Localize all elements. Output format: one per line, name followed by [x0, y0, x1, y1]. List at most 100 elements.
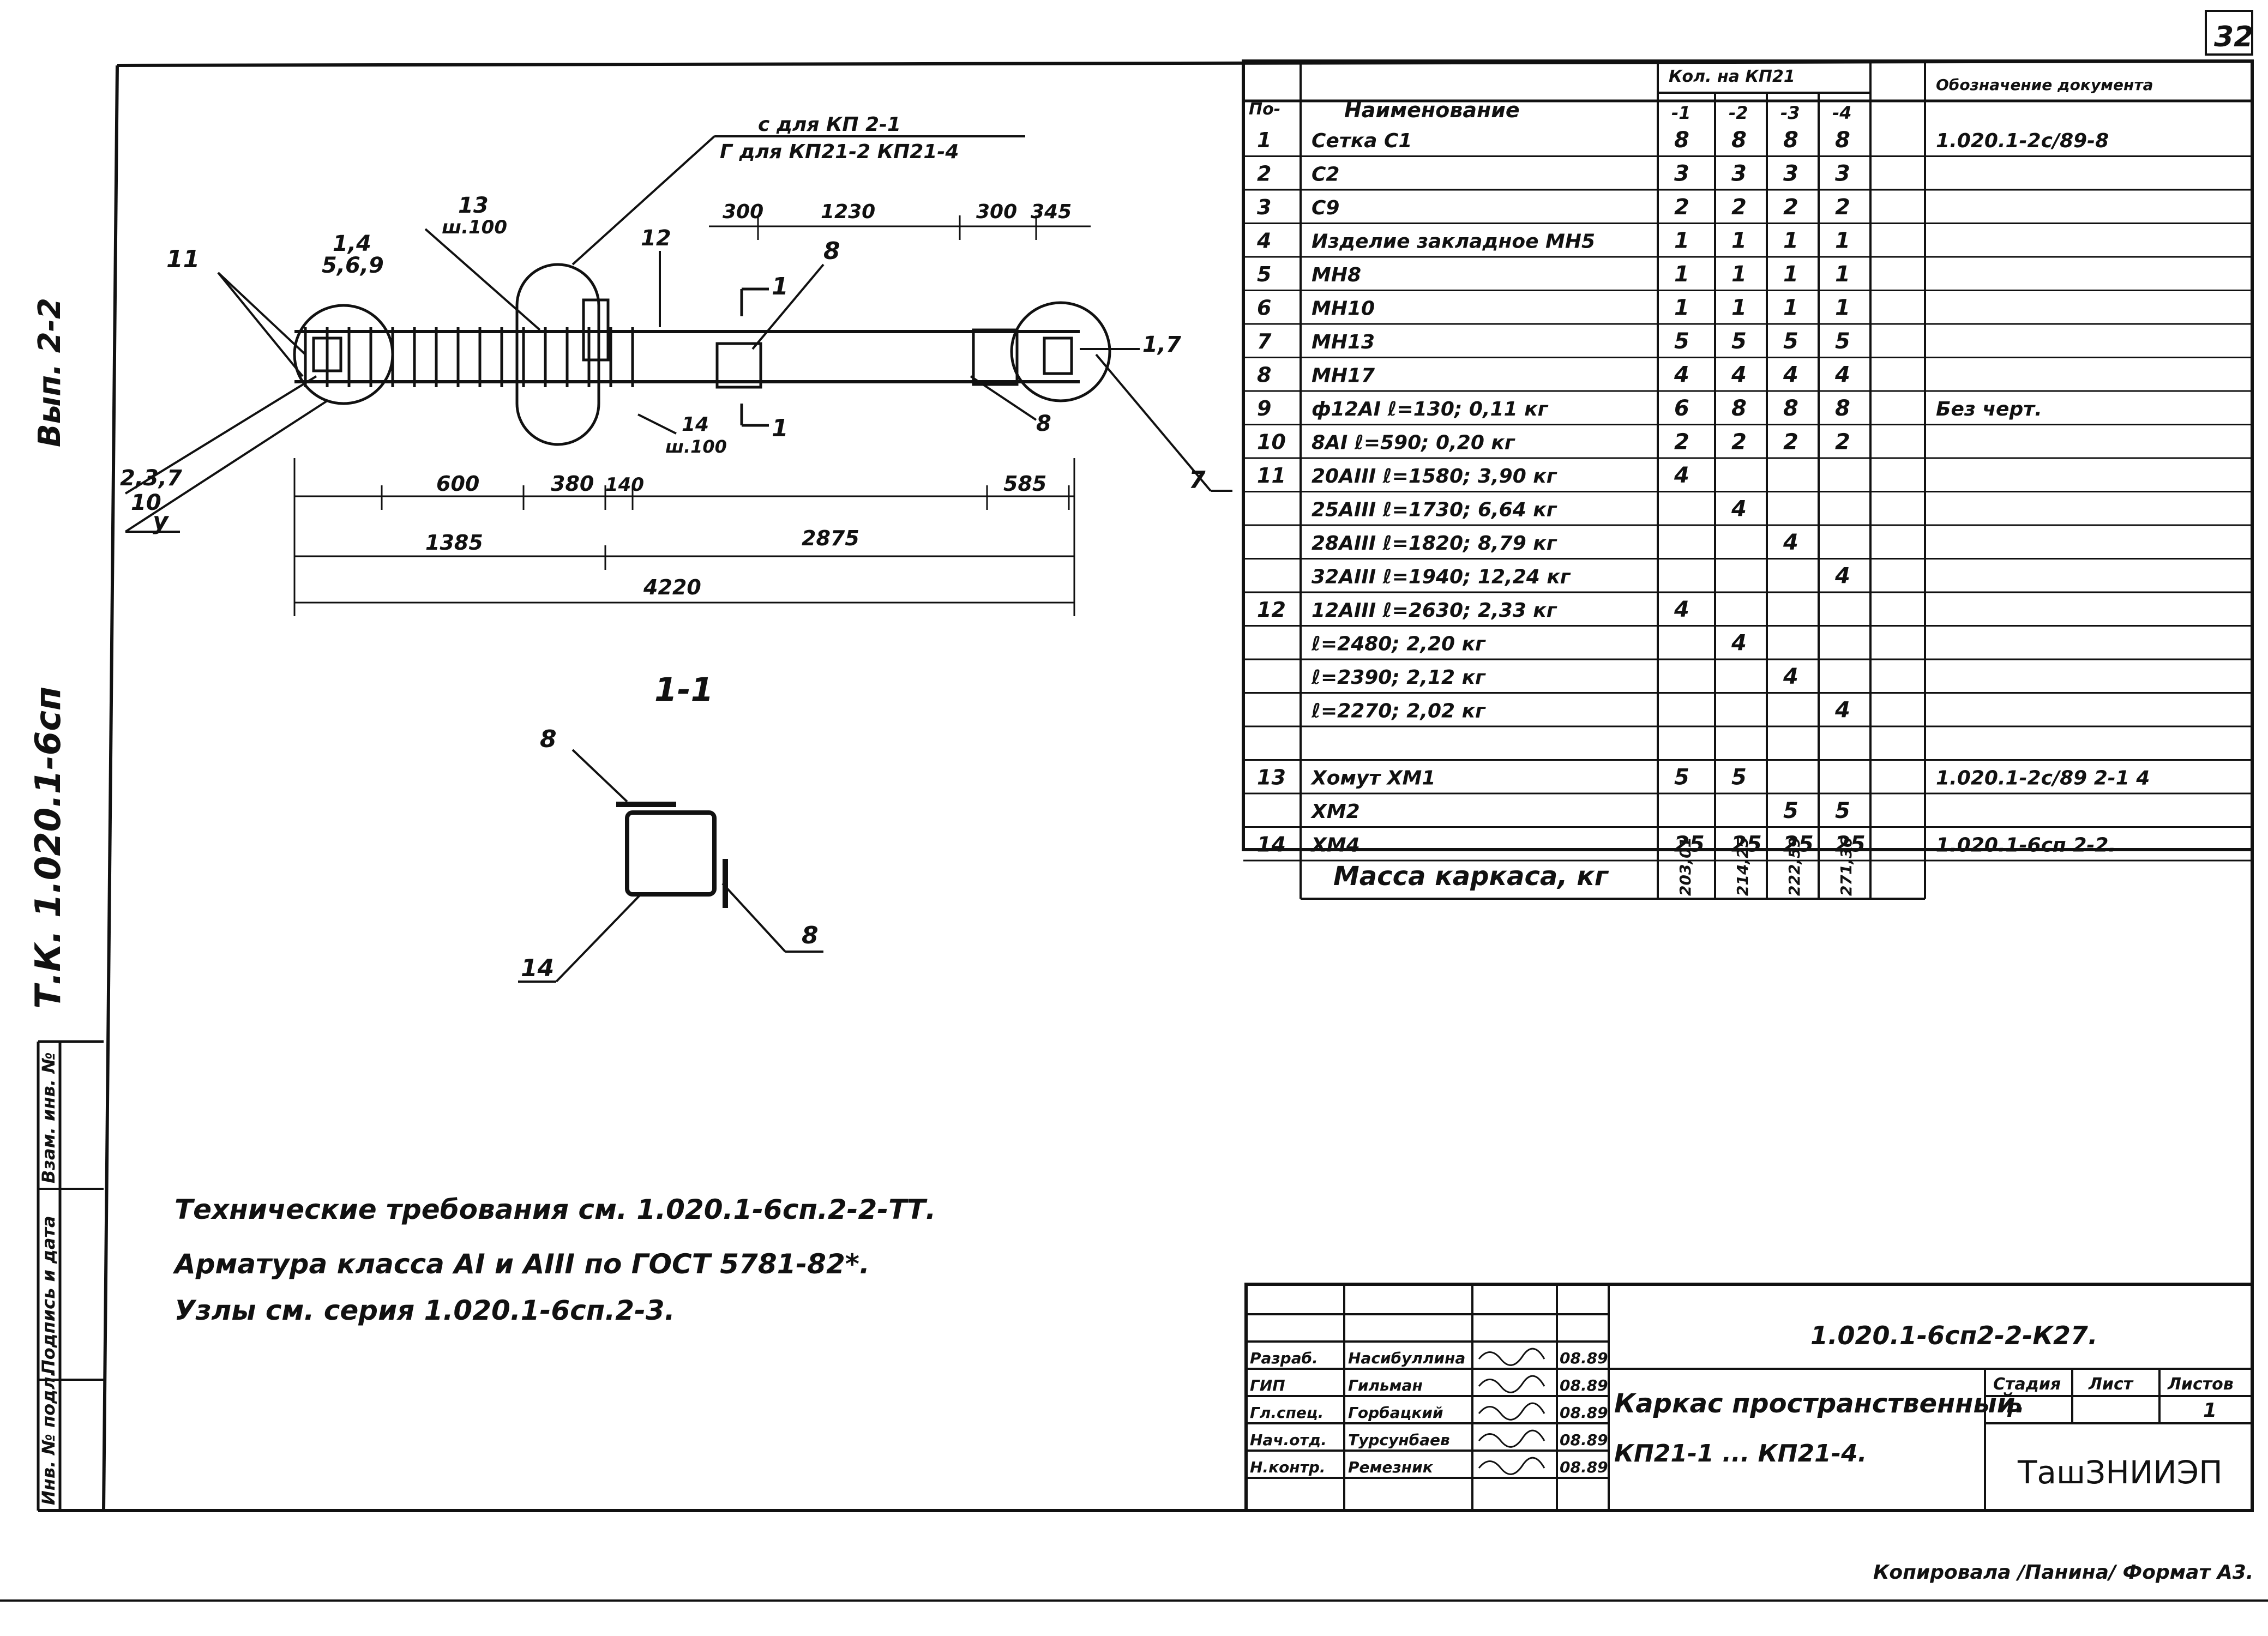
- side-stamp: Инв. № подл. Подпись и дата Взам. инв. №…: [28, 298, 104, 1511]
- row-name: Хомут ХМ1: [1310, 767, 1435, 790]
- row-qty: 25: [1783, 832, 1814, 857]
- dim-4220: 4220: [643, 575, 701, 599]
- stage-value: Р: [2007, 1399, 2021, 1422]
- header-variant: -1: [1671, 103, 1691, 123]
- sign-date: 08.89: [1560, 1404, 1608, 1422]
- row-qty: 4: [1834, 363, 1850, 388]
- row-qty: 1: [1783, 262, 1798, 287]
- header-variant: -2: [1729, 103, 1748, 123]
- sign-date: 08.89: [1560, 1349, 1608, 1367]
- page-number: 32: [2214, 21, 2253, 53]
- row-qty: 4: [1674, 463, 1689, 488]
- side-col-3: Взам. инв. №: [38, 1052, 59, 1183]
- callout-12: 12: [641, 226, 671, 251]
- row-qty: 6: [1674, 396, 1689, 421]
- callout-top-1: с для КП 2-1: [758, 113, 901, 136]
- row-qty: 4: [1834, 564, 1850, 589]
- dim-1230: 1230: [821, 201, 875, 223]
- row-qty: 3: [1674, 161, 1689, 187]
- row-qty: 5: [1835, 329, 1850, 354]
- row-qty: 1: [1835, 228, 1850, 254]
- row-pos: 2: [1257, 162, 1271, 186]
- row-qty: 3: [1835, 161, 1850, 187]
- row-qty: 1: [1783, 228, 1798, 254]
- sheets-value: 1: [2203, 1399, 2217, 1422]
- row-pos: 5: [1257, 262, 1271, 286]
- signer-name: Турсунбаев: [1348, 1431, 1450, 1449]
- row-name: С9: [1312, 197, 1339, 219]
- row-name: МН13: [1312, 331, 1375, 353]
- row-pos: 7: [1257, 329, 1272, 353]
- row-pos: 12: [1257, 598, 1286, 622]
- technical-notes: Технические требования см. 1.020.1-6сп.2…: [172, 1194, 936, 1326]
- row-qty: 4: [1731, 363, 1747, 388]
- row-qty: 2: [1835, 195, 1850, 220]
- row-name: 8AI ℓ=590; 0,20 кг: [1312, 432, 1515, 454]
- signer-name: Горбацкий: [1348, 1404, 1443, 1422]
- note-2: Арматура класса AI и AIII по ГОСТ 5781-8…: [172, 1248, 870, 1280]
- row-qty: 1: [1835, 262, 1850, 287]
- row-doc: 1.020.1-6сп 2-2.: [1936, 834, 2116, 857]
- row-doc: 1.020.1-2с/89 2-1 4: [1936, 767, 2150, 790]
- sheets-header: Листов: [2167, 1375, 2234, 1394]
- mass-label: Масса каркаса, кг: [1333, 861, 1609, 892]
- row-name: 28AIII ℓ=1820; 8,79 кг: [1312, 532, 1557, 555]
- header-doc: Обозначение документа: [1936, 76, 2153, 94]
- row-qty: 4: [1834, 698, 1850, 723]
- section-8b: 8: [802, 922, 819, 949]
- row-name: ХМ4: [1310, 834, 1360, 857]
- row-pos: 11: [1257, 464, 1286, 488]
- row-qty: 3: [1731, 161, 1747, 187]
- row-qty: 2: [1783, 195, 1798, 220]
- row-qty: 2: [1674, 430, 1689, 455]
- header-count: Кол. на КП21: [1669, 67, 1795, 86]
- row-qty: 1: [1731, 296, 1747, 321]
- header-name: Наименование: [1344, 98, 1520, 122]
- row-pos: 3: [1257, 195, 1271, 219]
- row-name: ХМ2: [1310, 801, 1360, 823]
- row-qty: 1: [1674, 262, 1689, 287]
- row-pos: 8: [1257, 363, 1271, 387]
- dim-585: 585: [1003, 472, 1046, 496]
- row-name: ℓ=2390; 2,12 кг: [1311, 666, 1486, 689]
- row-doc: Без черт.: [1936, 398, 2042, 420]
- row-name: МН10: [1312, 298, 1375, 320]
- section-1-1: [518, 749, 823, 983]
- signer-name: Ремезник: [1348, 1458, 1434, 1476]
- callout-top-2: Г для КП21-2 КП21-4: [720, 141, 959, 163]
- row-qty: 4: [1731, 631, 1747, 656]
- row-name: Изделие закладное МН5: [1312, 231, 1595, 253]
- signer-role: ГИП: [1250, 1376, 1285, 1394]
- row-name: МН17: [1312, 365, 1375, 387]
- row-qty: 8: [1783, 396, 1798, 421]
- dim-2875: 2875: [802, 526, 859, 550]
- callout-237: 2,3,7: [120, 466, 182, 491]
- signer-role: Н.контр.: [1250, 1458, 1326, 1476]
- row-qty: 5: [1835, 798, 1850, 823]
- row-qty: 1: [1783, 296, 1798, 321]
- callout-4: 1,4: [333, 231, 371, 256]
- row-qty: 5: [1731, 765, 1747, 790]
- row-qty: 1: [1835, 296, 1850, 321]
- row-doc: 1.020.1-2с/89-8: [1936, 130, 2109, 152]
- header-variant: -4: [1832, 103, 1852, 123]
- callout-11: 11: [166, 245, 200, 273]
- row-qty: 1: [1674, 228, 1689, 254]
- row-qty: 1: [1731, 228, 1747, 254]
